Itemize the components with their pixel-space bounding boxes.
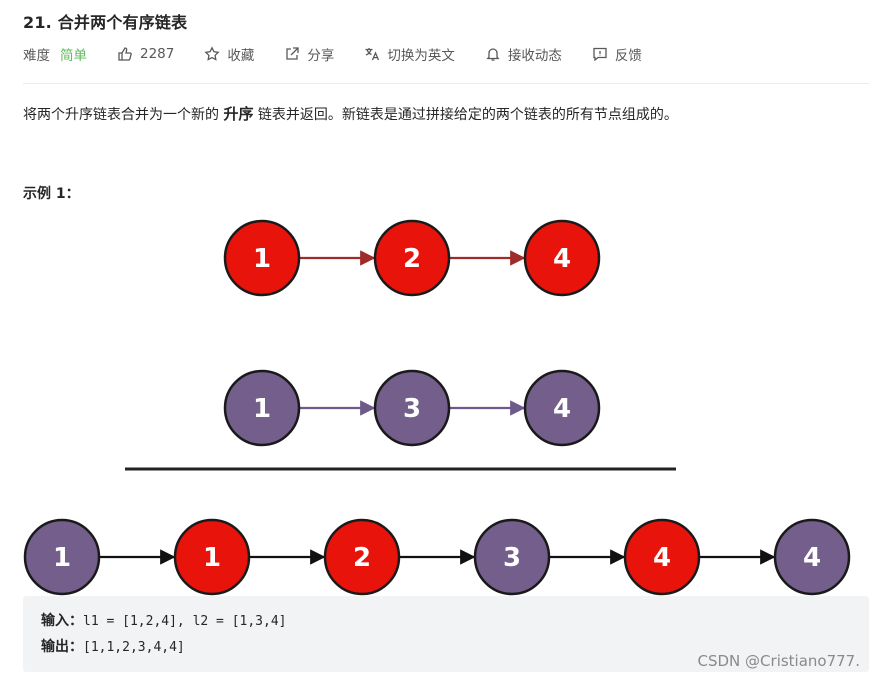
merged-node: 4: [623, 518, 701, 596]
l2-node: 4: [523, 369, 601, 447]
description-text-after: 链表并返回。新链表是通过拼接给定的两个链表的所有节点组成的。: [253, 107, 678, 123]
thumbs-up-icon: [118, 47, 132, 61]
merged-node-circle: [173, 518, 251, 596]
feedback-icon: [593, 47, 607, 62]
feedback-button[interactable]: 反馈: [592, 44, 642, 64]
share-icon: [286, 47, 300, 60]
difficulty-label: 难度: [23, 48, 50, 64]
example-input-line: 输入：l1 = [1,2,4], l2 = [1,3,4]: [41, 610, 287, 630]
merged-node-circle: [623, 518, 701, 596]
bell-icon: [486, 48, 500, 61]
l2-node-circle: [223, 369, 301, 447]
merged-node-circle: [323, 518, 401, 596]
merged-node-label: 1: [203, 543, 221, 573]
favorite-button[interactable]: 收藏: [204, 44, 254, 64]
meta-bar: 难度 简单 2287 收藏 分享 切换为英文 接收动: [23, 44, 672, 64]
l1-node-circle: [223, 219, 301, 297]
l2-node-label: 1: [253, 394, 271, 424]
example-title: 示例 1：: [23, 186, 80, 202]
example-code-box: 输入：l1 = [1,2,4], l2 = [1,3,4] 输出：[1,1,2,…: [23, 596, 869, 672]
translate-icon: [365, 48, 380, 61]
l1-node-circle: [373, 219, 451, 297]
l2-node-circle: [373, 369, 451, 447]
description-emphasis: 升序: [223, 105, 254, 123]
l2-node-label: 4: [553, 394, 571, 424]
like-button[interactable]: 2287: [117, 46, 174, 62]
l1-node-circle: [523, 219, 601, 297]
l2-node: 3: [373, 369, 451, 447]
merged-node-circle: [23, 518, 101, 596]
share-label: 分享: [307, 48, 335, 64]
merged-node-circle: [773, 518, 851, 596]
l2-node-circle: [523, 369, 601, 447]
input-value: l1 = [1,2,4], l2 = [1,3,4]: [83, 614, 287, 629]
feedback-label: 反馈: [614, 48, 642, 64]
merged-node-circle: [473, 518, 551, 596]
description-text-before: 将两个升序链表合并为一个新的: [23, 107, 224, 123]
problem-title: 21. 合并两个有序链表: [23, 13, 188, 32]
l2-node: 1: [223, 369, 301, 447]
difficulty-badge: 简单: [60, 48, 87, 64]
input-label: 输入：: [41, 613, 83, 629]
merged-node: 1: [23, 518, 101, 596]
merged-node: 3: [473, 518, 551, 596]
merged-node-label: 1: [53, 543, 71, 573]
l1-node: 4: [523, 219, 601, 297]
notify-label: 接收动态: [507, 48, 562, 64]
watermark: CSDN @Cristiano777.: [697, 652, 860, 670]
divider: [23, 83, 869, 84]
merged-node: 1: [173, 518, 251, 596]
output-label: 输出：: [41, 639, 83, 655]
problem-description: 将两个升序链表合并为一个新的 升序 链表并返回。新链表是通过拼接给定的两个链表的…: [23, 103, 678, 124]
notify-button[interactable]: 接收动态: [485, 44, 562, 64]
example-output-line: 输出：[1,1,2,3,4,4]: [41, 636, 185, 656]
linked-list-diagram: 1 2 4 1 3 4 1 1 2 3 4 4: [23, 219, 851, 596]
l1-node-label: 2: [403, 244, 421, 274]
merged-node-label: 3: [503, 543, 521, 573]
l2-node-label: 3: [403, 394, 421, 424]
like-count: 2287: [140, 46, 175, 62]
l1-node: 1: [223, 219, 301, 297]
output-value: [1,1,2,3,4,4]: [83, 640, 185, 655]
merged-node-label: 2: [353, 543, 371, 573]
favorite-label: 收藏: [227, 48, 255, 64]
merged-node: 4: [773, 518, 851, 596]
l1-node-label: 4: [553, 244, 571, 274]
l1-node-label: 1: [253, 244, 271, 274]
star-icon: [204, 46, 220, 61]
translate-button[interactable]: 切换为英文: [364, 44, 455, 64]
merged-node: 2: [323, 518, 401, 596]
merged-node-label: 4: [803, 543, 821, 573]
l1-node: 2: [373, 219, 451, 297]
translate-label: 切换为英文: [387, 48, 455, 64]
merged-node-label: 4: [653, 543, 671, 573]
share-button[interactable]: 分享: [284, 44, 334, 64]
